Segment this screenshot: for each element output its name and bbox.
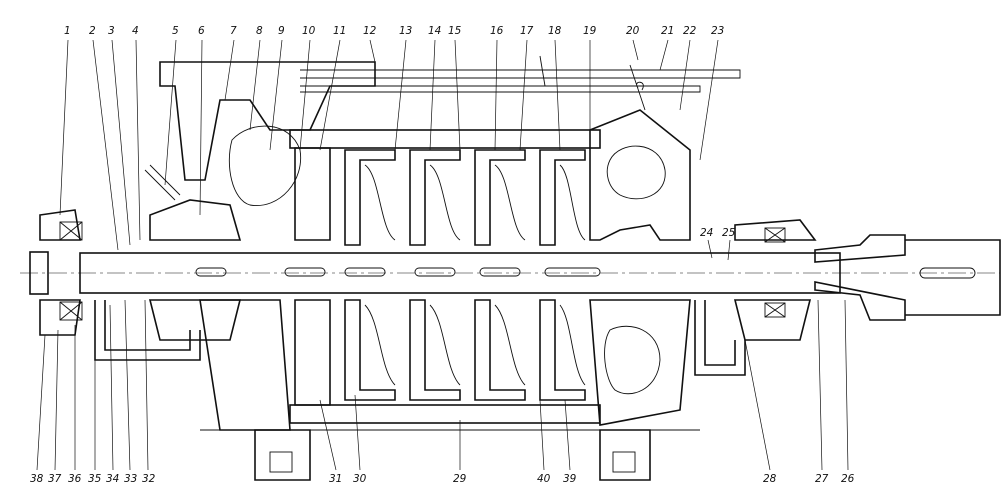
- callout-16: 16: [490, 25, 504, 37]
- callout-6: 6: [198, 25, 205, 37]
- pump-feet: [200, 429, 700, 481]
- callout-29: 29: [453, 473, 467, 485]
- callout-32: 32: [142, 473, 156, 485]
- callout-5: 5: [172, 25, 179, 37]
- callout-40: 40: [537, 473, 551, 485]
- callout-28: 28: [763, 473, 777, 485]
- callout-34: 34: [106, 473, 119, 485]
- callout-2: 2: [89, 25, 96, 37]
- discharge-flange: [159, 61, 376, 206]
- callout-33: 33: [124, 473, 137, 485]
- seal-housing-left-upper: [39, 164, 242, 241]
- callout-26: 26: [841, 473, 855, 485]
- leader-lines: [36, 39, 849, 471]
- callout-3: 3: [108, 25, 115, 37]
- callout-25: 25: [722, 227, 736, 239]
- callouts-bottom: 38 37 36 35 34 33 32 31 30 29 40 39 28 2…: [30, 473, 855, 485]
- callout-30: 30: [353, 473, 367, 485]
- callout-8: 8: [256, 25, 263, 37]
- callout-14: 14: [428, 25, 441, 37]
- suction-end-housing: [589, 109, 691, 241]
- callout-39: 39: [563, 473, 577, 485]
- callout-31: 31: [329, 473, 342, 485]
- callout-38: 38: [30, 473, 44, 485]
- callout-10: 10: [302, 25, 316, 37]
- callouts-right: 24 25: [700, 227, 736, 239]
- callout-20: 20: [626, 25, 640, 37]
- callout-12: 12: [363, 25, 377, 37]
- callout-35: 35: [88, 473, 102, 485]
- callout-23: 23: [711, 25, 724, 37]
- seal-housing-left-lower: [39, 299, 242, 361]
- callout-21: 21: [661, 25, 674, 37]
- callout-11: 11: [333, 25, 346, 37]
- callout-37: 37: [48, 473, 62, 485]
- stage-casings-lower: [199, 299, 691, 431]
- callout-24: 24: [700, 227, 713, 239]
- pump-shaft: [20, 251, 1000, 295]
- callout-36: 36: [68, 473, 82, 485]
- top-oil-line: [300, 55, 741, 111]
- callout-9: 9: [278, 25, 285, 37]
- stage-casings-upper: [289, 129, 601, 246]
- bearing-housing-right-upper: [734, 219, 817, 243]
- coupling: [814, 234, 1001, 321]
- callout-19: 19: [583, 25, 597, 37]
- callout-22: 22: [683, 25, 697, 37]
- bearing-housing-right-lower: [694, 299, 812, 376]
- callout-27: 27: [815, 473, 829, 485]
- callout-17: 17: [520, 25, 534, 37]
- callout-1: 1: [64, 25, 71, 37]
- callout-18: 18: [548, 25, 562, 37]
- callout-7: 7: [230, 25, 237, 37]
- callout-15: 15: [448, 25, 462, 37]
- callouts-top: 1 2 3 4 5 6 7 8 9 10 11 12 13 14 15 16 1…: [64, 25, 724, 37]
- callout-4: 4: [132, 25, 139, 37]
- callout-13: 13: [399, 25, 412, 37]
